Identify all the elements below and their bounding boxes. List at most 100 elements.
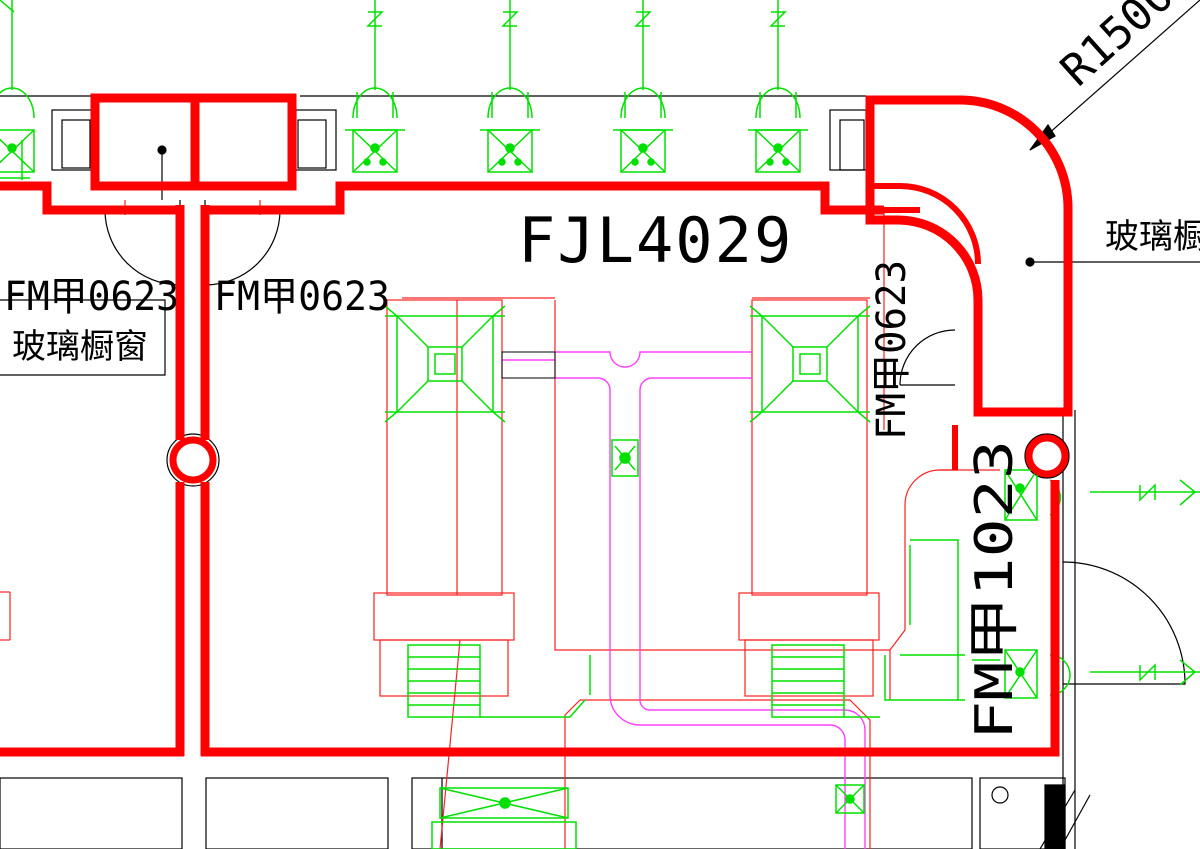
door-swing-lower-right bbox=[1062, 561, 1186, 685]
column-circle-left bbox=[169, 436, 217, 484]
door-label-left-2: FM甲0623 bbox=[214, 274, 390, 320]
radius-label: R1500 bbox=[1051, 0, 1184, 96]
ceiling-diffuser-right bbox=[749, 305, 871, 423]
door-swing-left-1 bbox=[104, 209, 181, 286]
axis-right-z-2 bbox=[1139, 663, 1156, 682]
diffuser-x1 bbox=[0, 138, 35, 173]
diffuser-unit-4 bbox=[748, 87, 808, 173]
cd-diag-3 bbox=[761, 380, 794, 413]
wall-unit-dot bbox=[1015, 483, 1025, 493]
diffuser-arc-top bbox=[620, 87, 666, 119]
cd-corner-arrows bbox=[749, 305, 871, 423]
axis-markers-top bbox=[0, 0, 787, 90]
axis-z-1 bbox=[366, 11, 384, 27]
pipe-valve-box bbox=[611, 439, 639, 477]
diffuser-unit-3 bbox=[613, 87, 673, 173]
axis-z-4 bbox=[769, 11, 787, 27]
cd-diag-4 bbox=[826, 380, 859, 413]
glass-leader-dot-right bbox=[1025, 257, 1035, 267]
cd-diag-2 bbox=[461, 315, 494, 348]
cd-diag-2 bbox=[826, 315, 859, 348]
duct-left-vertical bbox=[386, 299, 503, 596]
diffuser-dot-3 bbox=[782, 158, 790, 166]
cd-diag-4 bbox=[461, 380, 494, 413]
column-ring-right bbox=[1024, 433, 1070, 479]
pipe-valve-x2 bbox=[614, 445, 636, 471]
room-code-label: FJL4029 bbox=[518, 204, 793, 277]
diffuser-dot-2 bbox=[498, 158, 506, 166]
diffuser-dot bbox=[773, 143, 783, 153]
cd-diag-1 bbox=[396, 315, 429, 348]
duct-bottom-run bbox=[564, 699, 581, 849]
diagonal-hatch-1 bbox=[1039, 789, 1076, 849]
diffuser-arc-top bbox=[755, 87, 801, 119]
green-connector-right bbox=[884, 655, 965, 701]
window-box-right bbox=[190, 93, 297, 191]
diagonal-hatch-2 bbox=[1059, 794, 1091, 849]
axis-right-arrow-2 bbox=[1179, 659, 1197, 686]
diffuser-sides bbox=[491, 92, 529, 118]
wall-unit-dot bbox=[1015, 667, 1025, 677]
diffuser-unit-1 bbox=[345, 87, 405, 173]
cd-diag-3 bbox=[396, 380, 429, 413]
duct-left-box bbox=[373, 592, 515, 641]
axis-z-3 bbox=[634, 11, 652, 27]
diffuser-arc-top bbox=[352, 87, 398, 119]
wall-unit-box bbox=[1004, 469, 1038, 521]
wall-group bbox=[0, 93, 1073, 757]
diffuser-sides bbox=[624, 92, 662, 118]
top-wall-right bbox=[205, 181, 884, 215]
cd-diag-1 bbox=[761, 315, 794, 348]
bottom-room-1 bbox=[0, 777, 183, 849]
diffuser-sides bbox=[356, 92, 394, 118]
bottom-damper-right bbox=[835, 784, 865, 814]
diffuser-dot-3 bbox=[514, 158, 522, 166]
pipe-tee-inner-right bbox=[639, 377, 866, 849]
diffuser-dot-3 bbox=[647, 158, 655, 166]
label-box-left bbox=[0, 299, 166, 376]
damper-dot bbox=[845, 794, 855, 804]
window-box-left bbox=[90, 93, 200, 191]
duct-right-vertical bbox=[751, 299, 868, 596]
window-frame-right-inner bbox=[839, 119, 865, 171]
pipe-tee-outer bbox=[555, 351, 752, 368]
damper-frame bbox=[439, 787, 569, 819]
diffuser-dot-2 bbox=[363, 158, 371, 166]
top-wall-outer bbox=[0, 181, 180, 215]
damper-dot bbox=[499, 797, 511, 809]
diffuser-dot bbox=[370, 143, 380, 153]
diffuser-unit-2 bbox=[480, 87, 540, 173]
cd-corner-arrows bbox=[384, 305, 506, 423]
cd-core bbox=[434, 353, 456, 375]
door-label-lower-vertical: FM甲1023 bbox=[965, 440, 1025, 740]
diffuser-arc-top bbox=[487, 87, 533, 119]
diffuser-arc-top bbox=[0, 87, 35, 119]
door-label-right-vertical: FM甲0623 bbox=[869, 260, 915, 440]
diffuser-dot bbox=[505, 143, 515, 153]
pipe-tee-inner bbox=[555, 377, 846, 849]
glass-window-label-right: 玻璃橱 bbox=[1105, 217, 1200, 257]
curved-wall-inner bbox=[870, 183, 981, 265]
green-duct-right bbox=[910, 539, 959, 700]
duct-left-base bbox=[379, 639, 509, 697]
cd-inner bbox=[792, 346, 828, 382]
diffuser-unit-0 bbox=[0, 87, 35, 173]
green-wall-unit-left bbox=[0, 140, 30, 180]
axis-right-arrow-1 bbox=[1179, 479, 1197, 506]
cd-outer bbox=[396, 315, 494, 413]
ceiling-diffuser-left bbox=[384, 305, 506, 423]
diffuser-dot-3 bbox=[379, 158, 387, 166]
wall-unit-box bbox=[1004, 649, 1038, 699]
duct-right-box bbox=[738, 592, 880, 641]
pipe-stub-black bbox=[501, 351, 556, 379]
damper-base bbox=[431, 821, 577, 849]
pipe-stub-box bbox=[501, 351, 556, 379]
diffuser-dot bbox=[7, 143, 17, 153]
window-frame-right bbox=[829, 109, 867, 171]
duct-center-frame bbox=[554, 300, 891, 700]
bottom-room-3 bbox=[411, 777, 973, 849]
diffuser-dot bbox=[638, 143, 648, 153]
duct-bottom-run-2 bbox=[580, 699, 871, 849]
